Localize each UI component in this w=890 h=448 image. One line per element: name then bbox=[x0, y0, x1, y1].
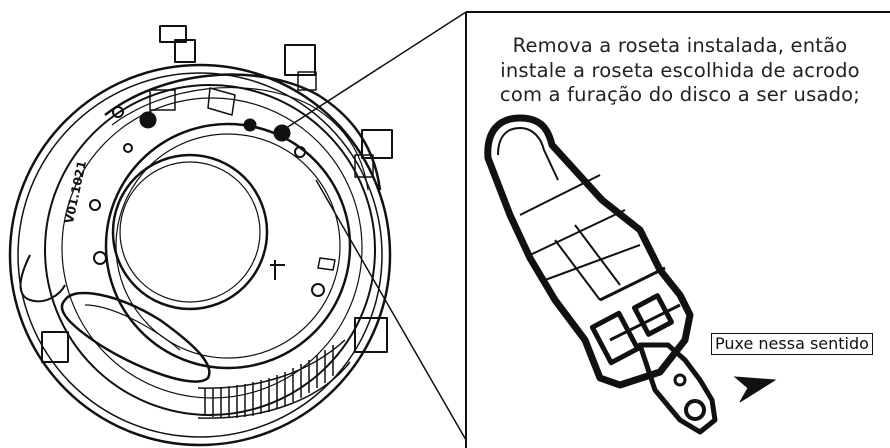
arrow-right-icon bbox=[733, 376, 777, 403]
roseta-detail-drawing bbox=[484, 114, 718, 435]
callout-line-bottom bbox=[315, 179, 467, 441]
callout-line-top bbox=[279, 11, 467, 133]
instruction-line-1: Remova a roseta instalada, então bbox=[512, 34, 848, 57]
pull-direction-label: Puxe nessa sentido bbox=[711, 333, 873, 355]
detail-panel-frame bbox=[465, 11, 890, 448]
instruction-line-2: instale a roseta escolhida de acrodo bbox=[500, 58, 860, 82]
instruction-text: Remova a roseta instalada, então instale… bbox=[480, 34, 880, 108]
instruction-line-3: com a furação do disco a ser usado; bbox=[499, 83, 861, 106]
disc-assembly-drawing bbox=[8, 25, 393, 447]
